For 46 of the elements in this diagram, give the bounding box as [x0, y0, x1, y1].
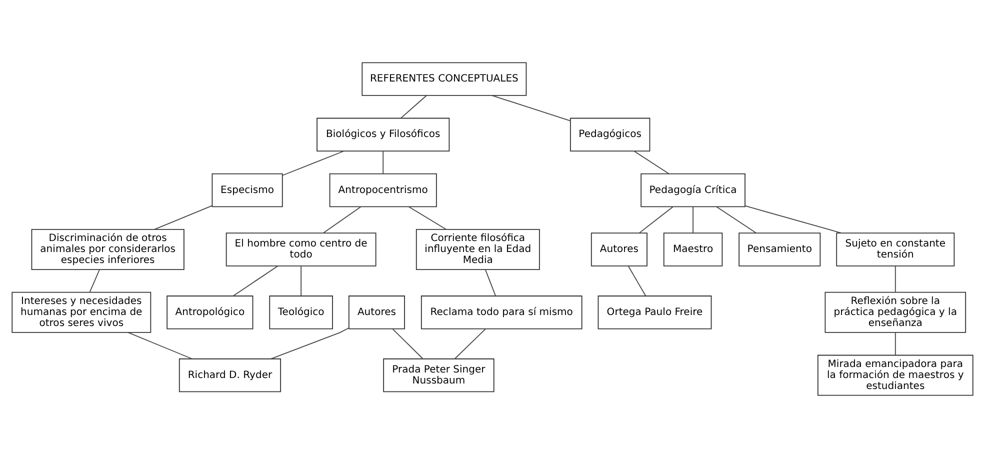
node-box: El hombre como centro de todo [226, 232, 376, 266]
node-box: Prada Peter Singer Nussbaum [383, 358, 494, 392]
node-box: Teológico [269, 296, 333, 330]
node-box: Autores [348, 296, 405, 330]
connector [300, 266, 302, 296]
node-box: REFERENTES CONCEPTUALES [362, 62, 527, 96]
connector [692, 206, 694, 234]
node-box: Ortega Paulo Freire [598, 296, 712, 330]
connector [484, 269, 496, 296]
connector [894, 332, 896, 356]
node-box: Reflexión sobre la práctica pedagógica y la enseñanza [824, 292, 966, 333]
node-box: Reclama todo para sí mismo [420, 296, 582, 330]
node-box: Biológicos y Filosóficos [316, 118, 450, 152]
connector [894, 266, 896, 293]
connector [744, 205, 842, 234]
node-box: Corriente filosófica influyente en la Edad Media [416, 229, 540, 270]
node-box: Antropocentrismo [329, 173, 437, 208]
connector [716, 206, 756, 234]
node-box: Pedagógicos [570, 118, 650, 152]
node-box: Pensamiento [738, 232, 821, 266]
connector [270, 328, 350, 360]
connector [89, 269, 100, 293]
node-box: Richard D. Ryder [178, 358, 282, 392]
connector [400, 95, 427, 118]
node-box: Especismo [212, 173, 283, 208]
connector [382, 150, 384, 174]
node-box: Mirada emancipadora para la formación de maestros y estudiantes [817, 354, 974, 396]
connector [154, 205, 213, 230]
node-box: Pedagogía Crítica [640, 173, 746, 208]
node-box: Sujeto en constante tensión [836, 232, 955, 266]
node-box: Antropológico [166, 296, 254, 330]
connector [454, 328, 486, 359]
connector [232, 266, 278, 296]
node-box: Maestro [663, 232, 723, 266]
connector [634, 150, 670, 174]
connector [628, 266, 646, 296]
node-box: Intereses y necesidades humanas por encima de otros seres vivos [12, 292, 152, 333]
connector [408, 206, 447, 230]
node-box: Discriminación de otros animales por considerarlos especies inferiores [31, 229, 184, 270]
connector [392, 328, 424, 359]
connector [638, 206, 674, 234]
connector [323, 206, 362, 234]
connector [492, 95, 571, 122]
connector [128, 332, 193, 360]
connector [282, 150, 344, 176]
node-box: Autores [590, 232, 648, 266]
